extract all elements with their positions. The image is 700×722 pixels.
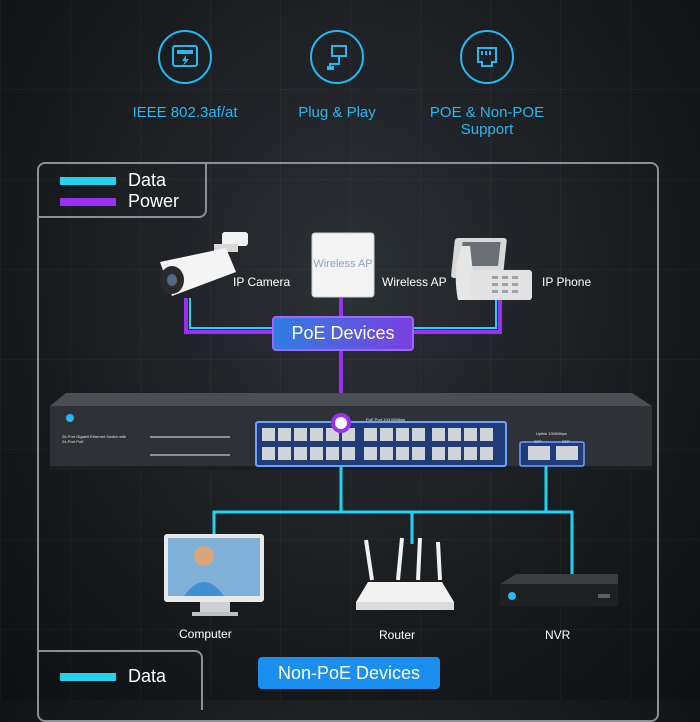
ethernet-port-icon: [460, 30, 514, 84]
wireless-ap-device-text: Wireless AP: [313, 258, 373, 270]
feature-label-plug-play: Plug & Play: [298, 104, 376, 121]
legend-power-row: Power: [60, 191, 179, 212]
feature-plug-play: Plug & Play: [252, 30, 422, 121]
legend-bottom-data-row: Data: [60, 666, 166, 687]
switch-led-rows: [150, 436, 230, 456]
brand-logo: [66, 414, 74, 422]
switch-model-text: 26-Port Gigabit Ethernet Switch with 24-…: [62, 434, 127, 444]
legend-bottom: [37, 650, 203, 710]
wireless-ap: [311, 232, 375, 298]
ip-phone-label: IP Phone: [542, 275, 592, 289]
router-label: Router: [379, 628, 416, 642]
computer: [164, 534, 264, 616]
poe-connection-lines: [184, 298, 502, 420]
switch-sfp-text-1: SFP: [534, 439, 542, 444]
sfp-port-2: [556, 446, 578, 460]
legend-top: [37, 162, 207, 218]
legend-power-label: Power: [128, 191, 180, 211]
poe-ports: [262, 428, 493, 460]
feature-label-poe-support: POE & Non-POE Support: [429, 104, 545, 138]
non-poe-devices-label: Non-PoE Devices: [258, 657, 440, 689]
data-line-swatch: [60, 176, 116, 185]
router: [356, 537, 454, 610]
connection-diagram: [50, 232, 652, 616]
network-switch: [50, 393, 652, 470]
wireless-ap-label: Wireless AP: [382, 275, 447, 289]
ip-camera-label: IP Camera: [233, 275, 291, 289]
legend-data-row: Data: [60, 170, 166, 191]
sfp-port-1: [528, 446, 550, 460]
ip-phone: [451, 238, 532, 300]
computer-label: Computer: [179, 627, 232, 641]
feature-ieee: IEEE 802.3af/at: [100, 30, 270, 121]
poe-devices-label: PoE Devices: [272, 316, 414, 351]
nvr: [500, 574, 618, 606]
ip-camera: [160, 232, 248, 296]
switch-poe-port-text: PoE Port 10/100Mbps: [366, 417, 406, 422]
data-line-swatch-bottom: [60, 672, 116, 681]
non-poe-connection-lines: [212, 466, 574, 574]
plug-icon: [310, 30, 364, 84]
feature-poe-support: POE & Non-POE Support: [402, 30, 572, 138]
nvr-label: NVR: [545, 628, 571, 642]
switch-uplink-text: Uplink 1000Mbps: [536, 431, 567, 436]
switch-sfp-text-2: SFP: [562, 439, 570, 444]
legend-data-label: Data: [128, 170, 167, 190]
legend-bottom-data-label: Data: [128, 666, 167, 686]
feature-label-ieee: IEEE 802.3af/at: [132, 104, 238, 121]
poe-connection-node: [331, 413, 351, 433]
network-port-icon: [158, 30, 212, 84]
power-line-swatch: [60, 197, 116, 206]
